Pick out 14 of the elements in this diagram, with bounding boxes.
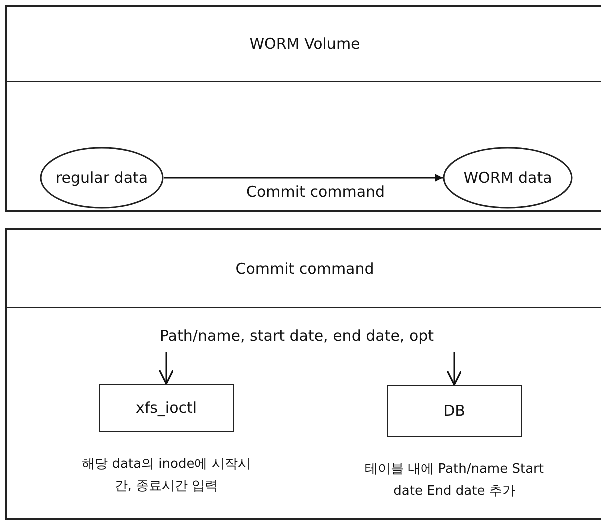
ellipse-node: WORM data: [443, 147, 573, 209]
parameter-text: Path/name, start date, end date, opt: [107, 322, 487, 350]
panel-heading: WORM Volume: [7, 7, 601, 82]
panel: [5, 228, 601, 520]
note-text: 테이블 내에 Path/name Start date End date 추가: [364, 461, 545, 502]
ellipse-node: regular data: [40, 147, 164, 209]
note-text: 해당 data의 inode에 시작시간, 종료시간 입력: [81, 456, 252, 496]
process-box: xfs_ioctl: [99, 384, 234, 432]
arrow: [446, 352, 462, 386]
panel: [5, 5, 601, 212]
panel-heading: Commit command: [7, 230, 601, 308]
arrow: [164, 174, 443, 182]
process-box: DB: [387, 385, 522, 437]
arrow: [158, 352, 174, 385]
